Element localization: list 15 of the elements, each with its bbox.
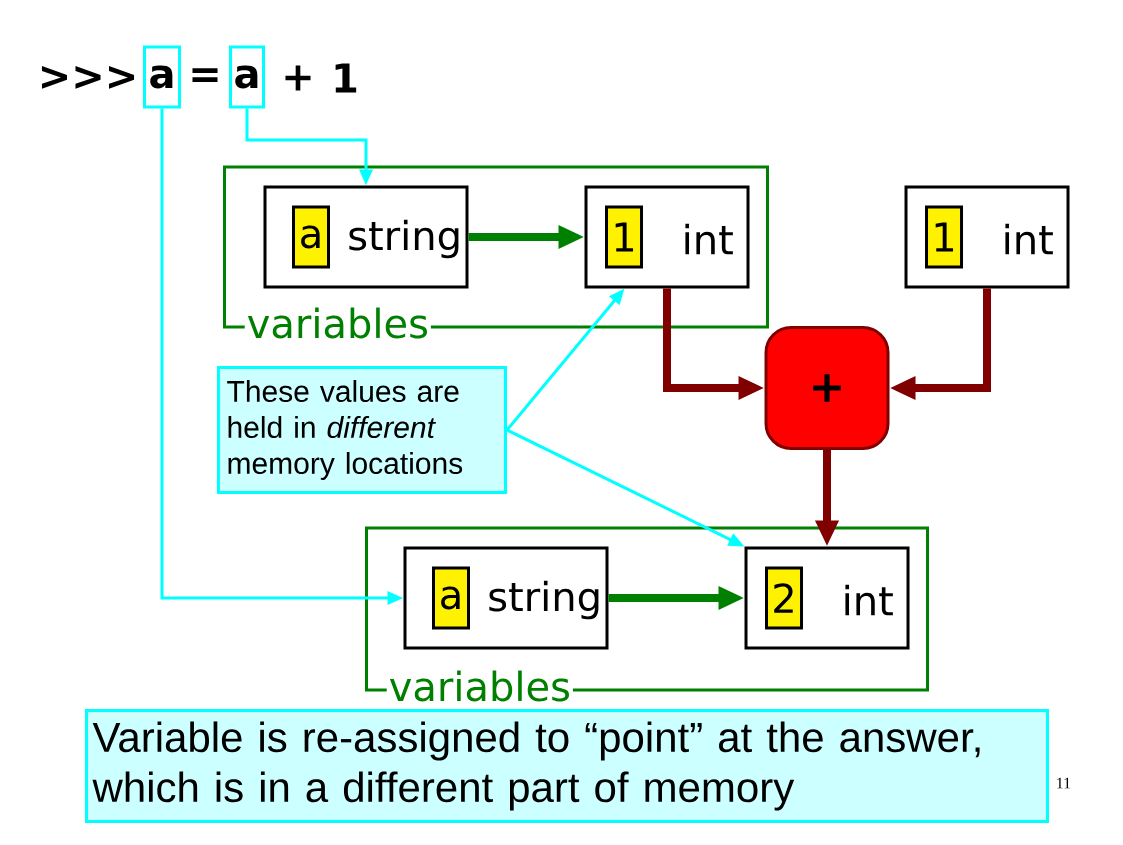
code-text: 1: [335, 63, 357, 93]
code-text: +: [285, 65, 311, 91]
object-box: 2 int: [744, 546, 910, 650]
code-text: =: [192, 68, 218, 82]
operator-box: +: [764, 326, 890, 450]
code-text: >>>: [41, 66, 135, 89]
object-box: 1 int: [584, 185, 750, 289]
note-box: Variable is re-assigned to “point” at the answer, which is in a different part of memory: [85, 709, 1049, 823]
callout-box: These values are held in different memory locations: [217, 366, 507, 494]
code-token-box: a: [229, 45, 265, 109]
code-token-box: a: [143, 45, 181, 109]
object-box: a string: [403, 546, 609, 650]
page-number: 11: [1057, 777, 1071, 789]
object-box: a string: [263, 185, 469, 289]
object-box: 1 int: [904, 185, 1070, 289]
